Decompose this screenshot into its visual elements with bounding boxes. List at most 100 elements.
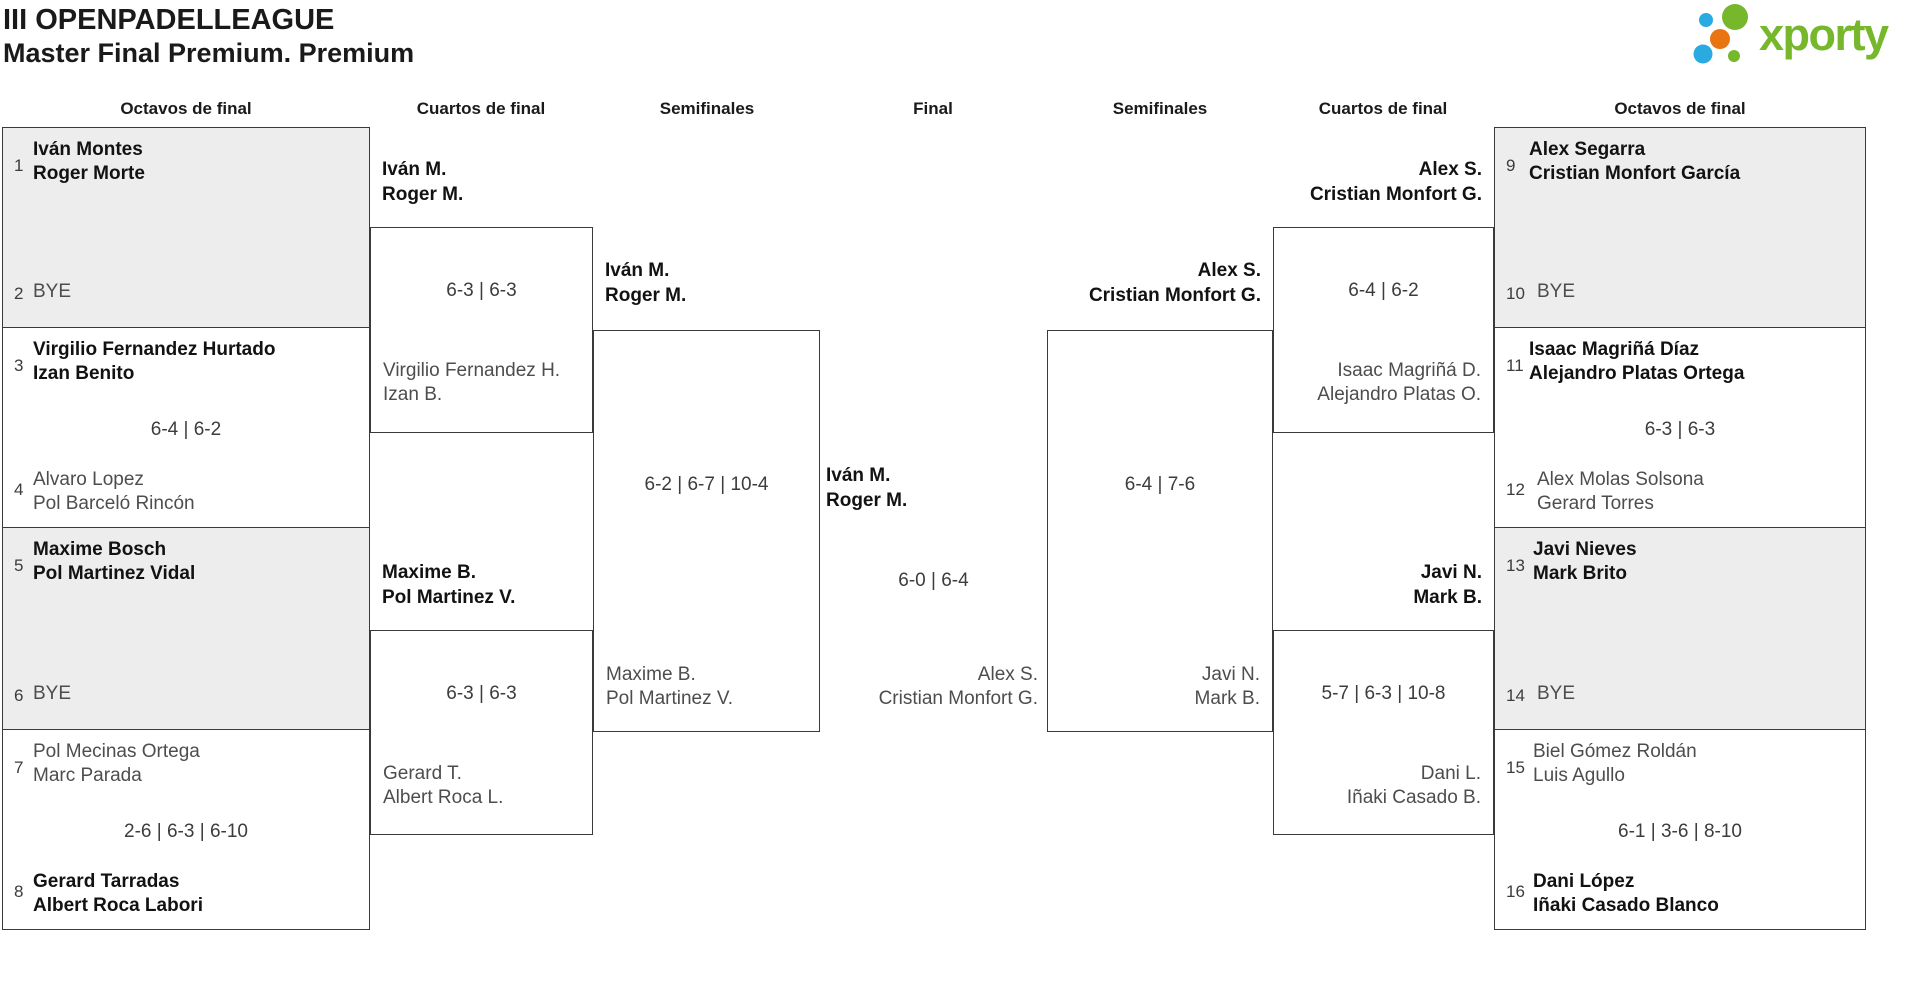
team-name: Virgilio Fernandez Hurtado Izan Benito (33, 338, 275, 386)
player-line: Pol Martinez V. (606, 688, 734, 709)
seed-number: 10 (1506, 284, 1525, 303)
team-name: Isaac Magriñá D. Alejandro Platas O. (1317, 359, 1481, 407)
logo-dot-green-small (1728, 50, 1740, 62)
match-score: 6-1 | 3-6 | 8-10 (1618, 821, 1742, 842)
quarterfinal-box-left-2: 6-3 | 6-3 Gerard T. Albert Roca L. (370, 630, 593, 835)
player-line: Maxime B. (382, 562, 476, 583)
player-line: BYE (33, 683, 72, 704)
seed-number: 15 (1506, 758, 1525, 777)
player-line: Dani López (1533, 871, 1635, 892)
player-line: Gerard T. (383, 763, 462, 784)
player-line: Alex S. (977, 664, 1038, 685)
player-line: Iván M. (382, 159, 447, 180)
player-line: Mark Brito (1533, 563, 1627, 584)
match-score: 6-3 | 6-3 (446, 683, 517, 704)
player-line: Cristian Monfort G. (1309, 184, 1482, 205)
seed-number: 6 (14, 686, 24, 705)
player-line: Cristian Monfort G. (1088, 285, 1261, 306)
match-box-5-6: 5 Maxime Bosch Pol Martinez Vidal 6 BYE (2, 527, 370, 730)
player-line: Albert Roca L. (383, 787, 504, 808)
team-name: Javi Nieves Mark Brito (1533, 538, 1637, 586)
advancing-team: Javi N. Mark B. (1283, 560, 1482, 610)
logo-dot-orange (1710, 29, 1730, 49)
player-line: Pol Barceló Rincón (33, 493, 195, 514)
team-name: Javi N. Mark B. (1195, 663, 1260, 711)
player-line: Alejandro Platas Ortega (1529, 363, 1745, 384)
player-line: Roger Morte (33, 163, 145, 184)
match-score: 6-3 | 6-3 (1644, 419, 1716, 440)
team-name: Maxime Bosch Pol Martinez Vidal (33, 538, 195, 586)
match-score: 6-2 | 6-7 | 10-4 (644, 474, 769, 495)
semifinal-box-right: 6-4 | 7-6 Javi N. Mark B. (1047, 330, 1273, 732)
player-line: Iván M. (826, 465, 891, 486)
quarterfinal-box-right-1: 6-4 | 6-2 Isaac Magriñá D. Alejandro Pla… (1273, 227, 1494, 433)
player-line: Izan B. (383, 384, 443, 405)
player-line: Albert Roca Labori (33, 895, 203, 916)
team-name: BYE (33, 682, 71, 706)
player-line: Alex Segarra (1529, 139, 1646, 160)
semifinal-box-left: 6-2 | 6-7 | 10-4 Maxime B. Pol Martinez … (593, 330, 820, 732)
team-name: BYE (33, 280, 71, 304)
player-line: Pol Martinez V. (382, 587, 516, 608)
round-header-octavos-left: Octavos de final (120, 99, 252, 118)
player-line: Virgilio Fernandez Hurtado (33, 339, 276, 360)
player-line: Alvaro Lopez (33, 469, 144, 490)
player-line: BYE (1537, 281, 1576, 302)
team-name: BYE (1537, 682, 1575, 706)
advancing-team: Alex S. Cristian Monfort G. (1283, 157, 1482, 207)
seed-number: 11 (1506, 356, 1524, 375)
team-name: Alex S. Cristian Monfort G. (800, 663, 1038, 711)
player-line: Cristian Monfort García (1529, 163, 1741, 184)
player-line: Roger M. (382, 184, 464, 205)
seed-number: 12 (1506, 480, 1525, 499)
seed-number: 14 (1506, 686, 1525, 705)
team-name: Isaac Magriñá Díaz Alejandro Platas Orte… (1529, 338, 1744, 386)
round-header-cuartos-left: Cuartos de final (416, 99, 546, 118)
match-score: 6-4 | 6-2 (1348, 280, 1419, 301)
match-box-9-10: 9 Alex Segarra Cristian Monfort García 1… (1494, 127, 1866, 328)
round-header-cuartos-right: Cuartos de final (1318, 99, 1448, 118)
team-name: Alvaro Lopez Pol Barceló Rincón (33, 468, 195, 516)
champion-team: Iván M. Roger M. (826, 463, 907, 513)
player-line: Alex S. (1197, 260, 1261, 281)
player-line: Virgilio Fernandez H. (383, 360, 561, 381)
player-line: Mark B. (1413, 587, 1482, 608)
advancing-team: Alex S. Cristian Monfort G. (1059, 258, 1261, 308)
player-line: Iván Montes (33, 139, 143, 160)
team-name: Virgilio Fernandez H. Izan B. (383, 359, 560, 407)
xporty-logo-dots-icon (1693, 4, 1748, 64)
seed-number: 13 (1506, 556, 1525, 575)
seed-number: 2 (14, 284, 24, 303)
tournament-category: Master Final Premium. Premium (3, 38, 415, 68)
player-line: Luis Agullo (1533, 765, 1625, 786)
round-header-octavos-right: Octavos de final (1614, 99, 1746, 118)
match-score: 6-4 | 7-6 (1124, 474, 1196, 495)
player-line: Izan Benito (33, 363, 135, 384)
seed-number: 8 (14, 882, 24, 901)
team-name: Gerard T. Albert Roca L. (383, 762, 503, 810)
player-line: Javi N. (1420, 562, 1482, 583)
seed-number: 7 (14, 758, 24, 777)
team-name: Pol Mecinas Ortega Marc Parada (33, 740, 200, 788)
round-header-semis-left: Semifinales (659, 99, 755, 118)
player-line: Maxime Bosch (33, 539, 167, 560)
team-name: Alex Segarra Cristian Monfort García (1529, 138, 1740, 186)
match-score: 6-4 | 6-2 (150, 419, 222, 440)
team-name: Gerard Tarradas Albert Roca Labori (33, 870, 203, 918)
advancing-team: Iván M. Roger M. (605, 258, 686, 308)
seed-number: 5 (14, 556, 24, 575)
xporty-logo-text: xporty (1759, 9, 1889, 60)
xporty-logo[interactable]: xporty (1692, 3, 1889, 67)
seed-number: 9 (1506, 156, 1516, 175)
team-name: Dani López Iñaki Casado Blanco (1533, 870, 1719, 918)
team-name: BYE (1537, 280, 1575, 304)
match-box-11-12: 11 Isaac Magriñá Díaz Alejandro Platas O… (1494, 327, 1866, 528)
seed-number: 16 (1506, 882, 1525, 901)
tournament-title: III OPENPADELLEAGUE (3, 4, 335, 36)
match-box-13-14: 13 Javi Nieves Mark Brito 14 BYE (1494, 527, 1866, 730)
match-box-3-4: 3 Virgilio Fernandez Hurtado Izan Benito… (2, 327, 370, 528)
logo-dot-green-big (1722, 4, 1748, 30)
seed-number: 1 (14, 156, 24, 175)
player-line: Cristian Monfort G. (878, 688, 1038, 709)
